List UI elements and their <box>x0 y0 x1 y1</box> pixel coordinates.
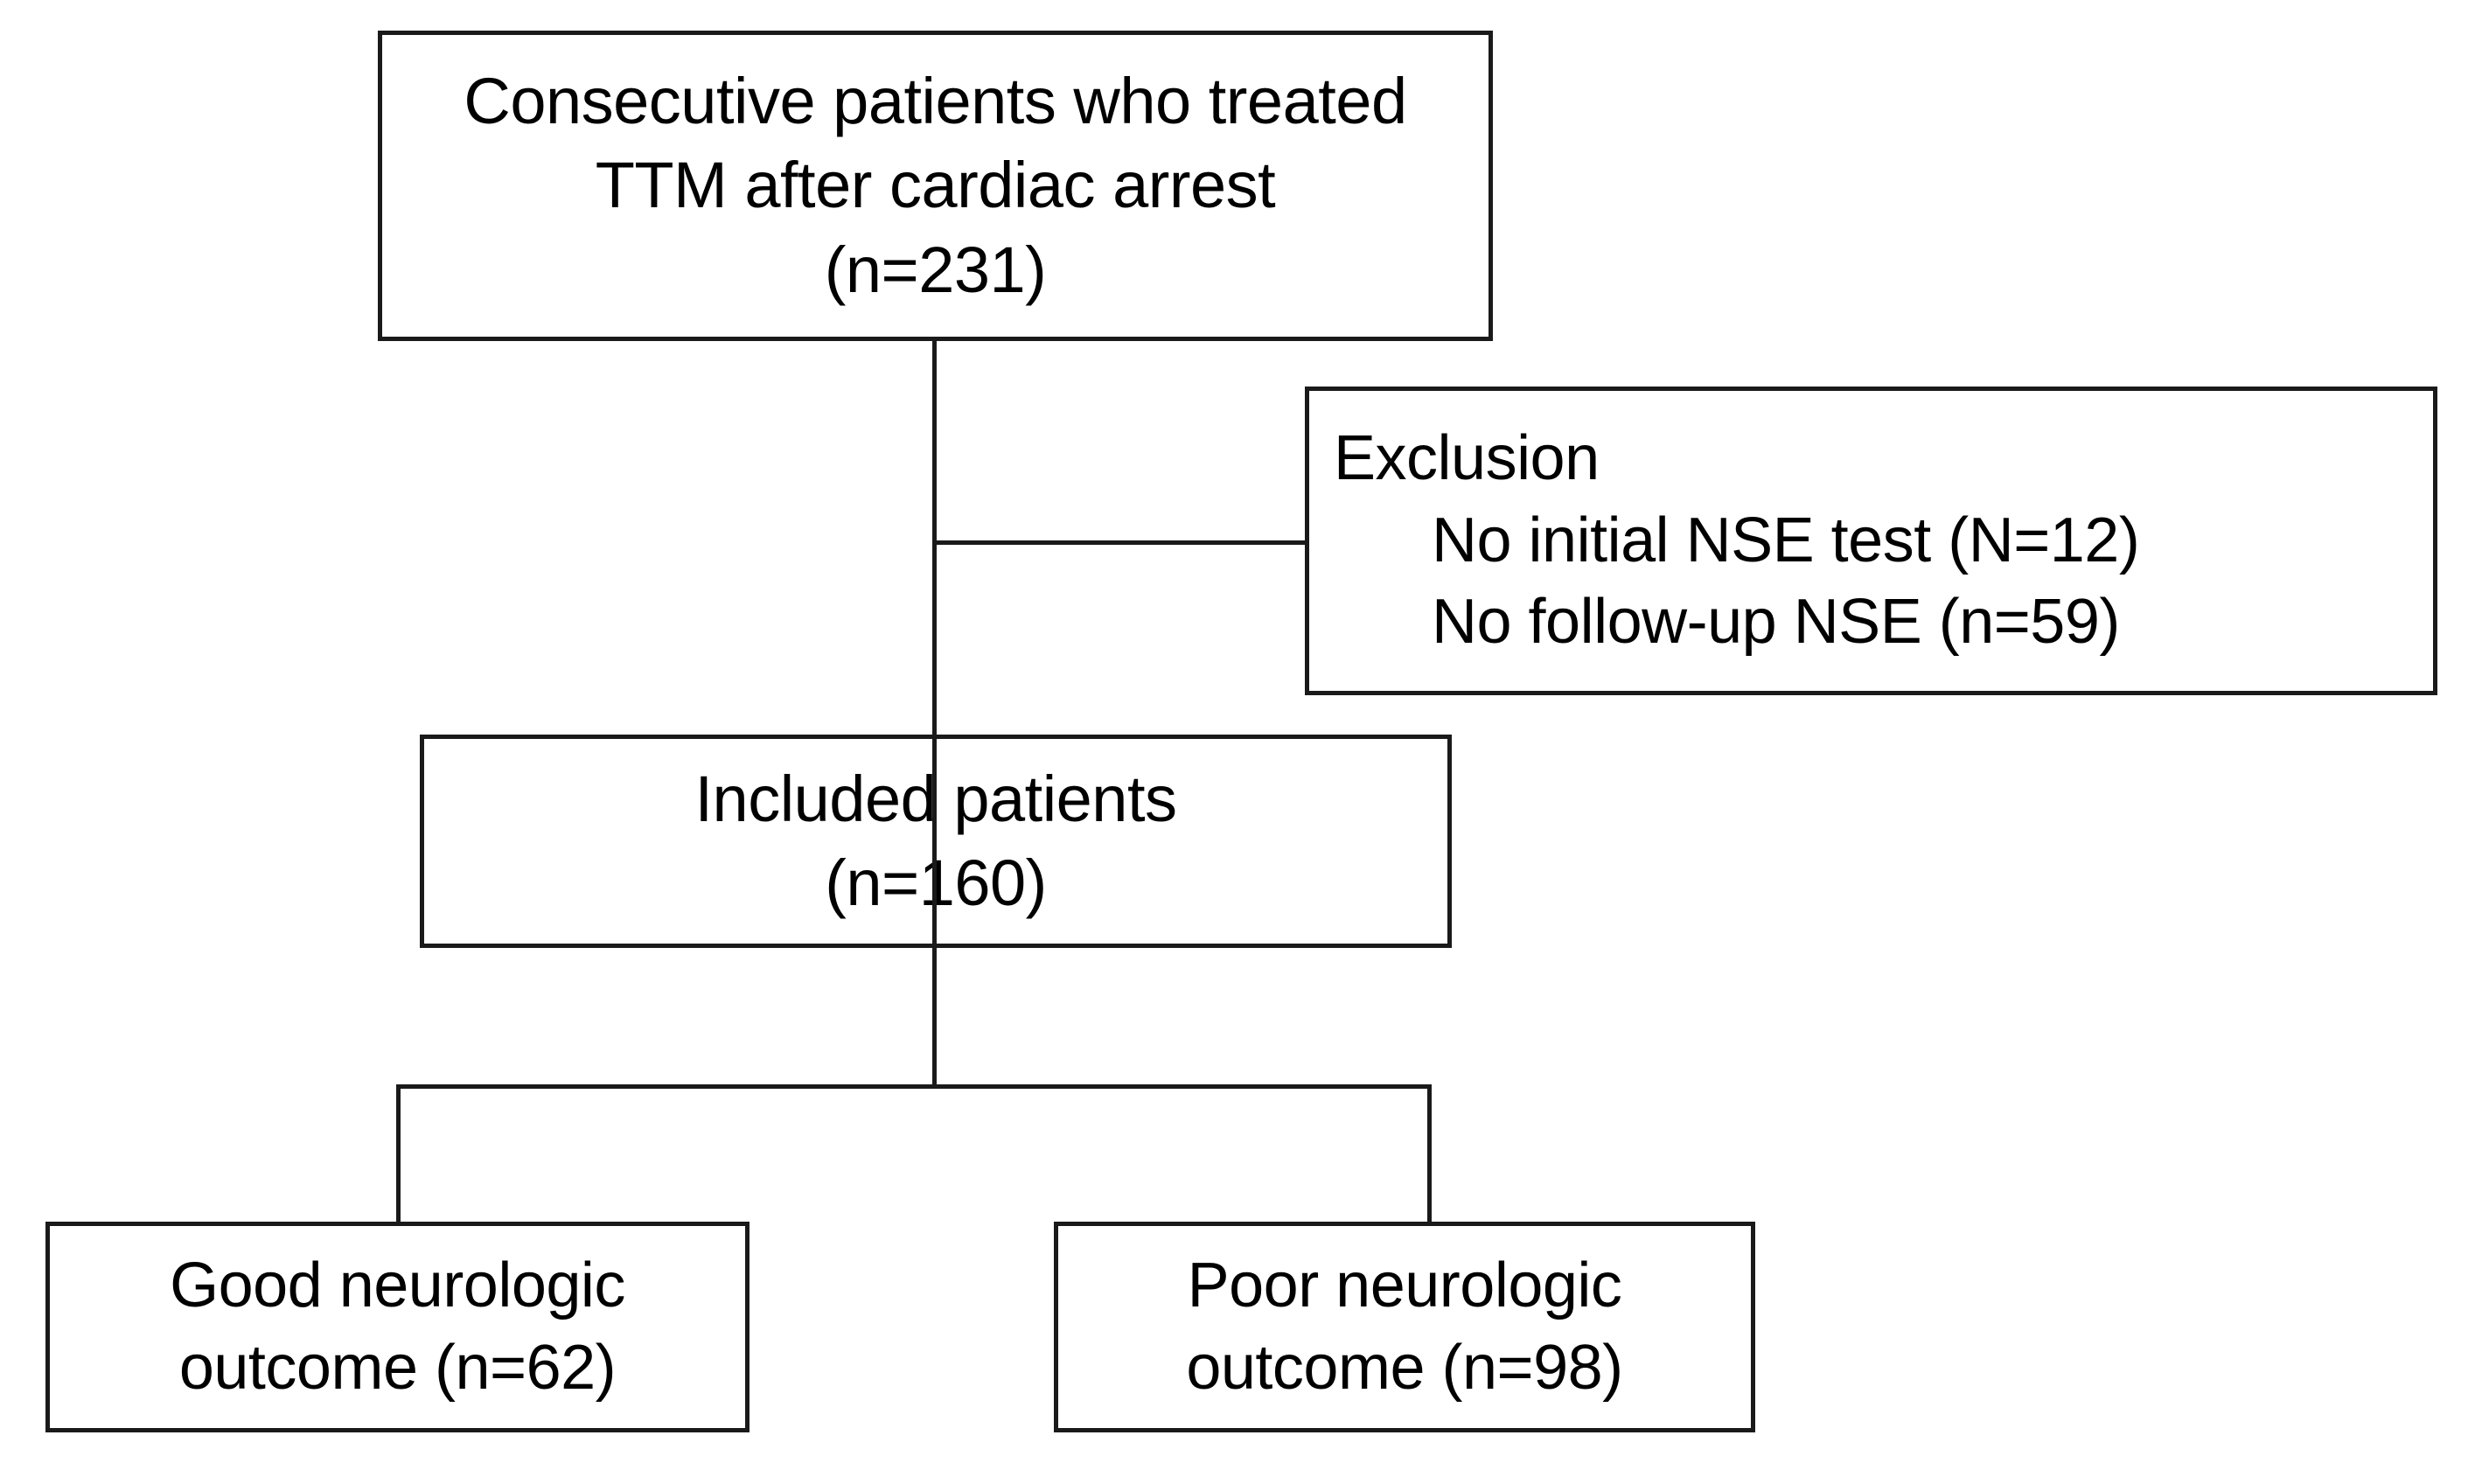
connector-trunk-to-exclusion <box>932 540 1307 545</box>
node-consecutive-count: (n=231) <box>824 233 1047 306</box>
node-included-label: Included patients <box>694 762 1177 835</box>
connector-branch-to-poor-outcome <box>1427 1084 1432 1224</box>
node-poor-neurologic-outcome: Poor neurologic outcome (n=98) <box>1054 1222 1755 1432</box>
node-exclusion-item-no-followup-nse: No follow-up NSE (n=59) <box>1432 587 2120 658</box>
node-consecutive-patients: Consecutive patients who treated TTM aft… <box>378 31 1493 341</box>
node-good-neurologic-outcome: Good neurologic outcome (n=62) <box>45 1222 749 1432</box>
node-poor-line-2: outcome (n=98) <box>1186 1332 1623 1403</box>
node-exclusion: Exclusion No initial NSE test (N=12) No … <box>1305 387 2437 695</box>
node-exclusion-item-no-initial-nse: No initial NSE test (N=12) <box>1432 505 2140 575</box>
node-consecutive-line-2: TTM after cardiac arrest <box>595 149 1276 222</box>
node-consecutive-line-1: Consecutive patients who treated <box>464 65 1407 138</box>
node-good-line-2: outcome (n=62) <box>178 1332 617 1403</box>
connector-outcome-branch-bar <box>396 1084 1432 1089</box>
connector-branch-to-good-outcome <box>396 1084 401 1224</box>
node-exclusion-heading: Exclusion <box>1334 423 1600 494</box>
node-good-line-1: Good neurologic <box>170 1250 625 1320</box>
connector-consecutive-to-included <box>932 341 937 1089</box>
node-poor-line-1: Poor neurologic <box>1187 1250 1622 1320</box>
